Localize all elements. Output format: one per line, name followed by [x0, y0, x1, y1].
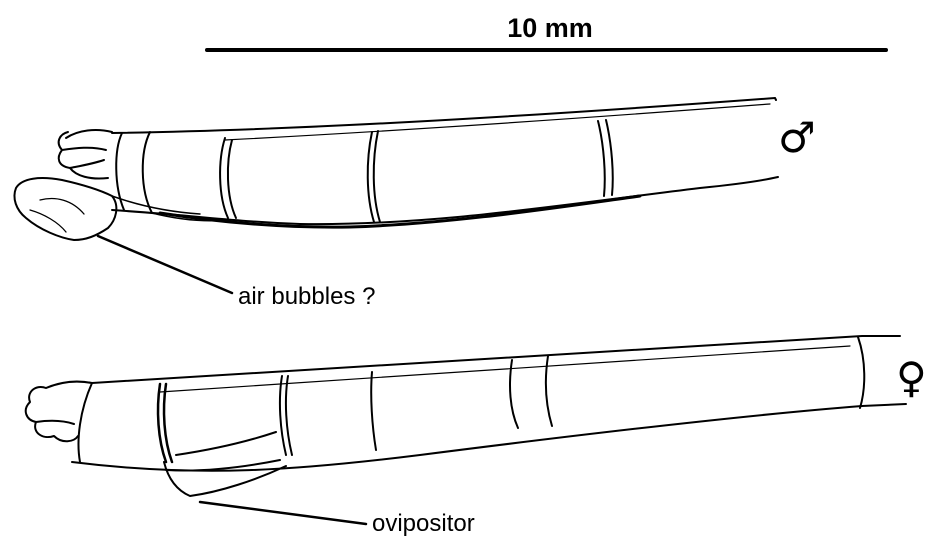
- male-abdomen-outline: [112, 98, 778, 224]
- male-segment-line: [598, 120, 613, 196]
- female-dorsal-line: [160, 346, 850, 392]
- air-bubbles-label: air bubbles ?: [238, 283, 375, 311]
- female-segment-line: [79, 383, 93, 462]
- ovipositor-label: ovipositor: [372, 510, 475, 538]
- female-abdomen-outline: [72, 336, 906, 471]
- male-dorsal-line: [225, 104, 770, 140]
- male-terminal-appendages: [59, 130, 112, 179]
- air-bubbles-callout-line: [98, 236, 232, 293]
- male-abdomen: [14, 98, 778, 240]
- ovipositor-callout-line: [200, 502, 366, 524]
- male-symbol: ♂: [778, 115, 816, 161]
- female-ovipositor: [164, 432, 286, 496]
- female-segment-line: [280, 376, 292, 455]
- female-symbol: ♀: [896, 355, 927, 401]
- male-ventral-line: [160, 196, 640, 227]
- female-end-cap: [858, 337, 864, 408]
- male-segment-line: [368, 131, 380, 222]
- male-segment-line: [143, 132, 152, 213]
- female-segment-line: [371, 372, 376, 450]
- female-abdomen: [26, 336, 906, 496]
- female-segment-line: [158, 384, 172, 462]
- male-segment-line: [220, 138, 236, 218]
- scale-bar-label: 10 mm: [440, 12, 660, 44]
